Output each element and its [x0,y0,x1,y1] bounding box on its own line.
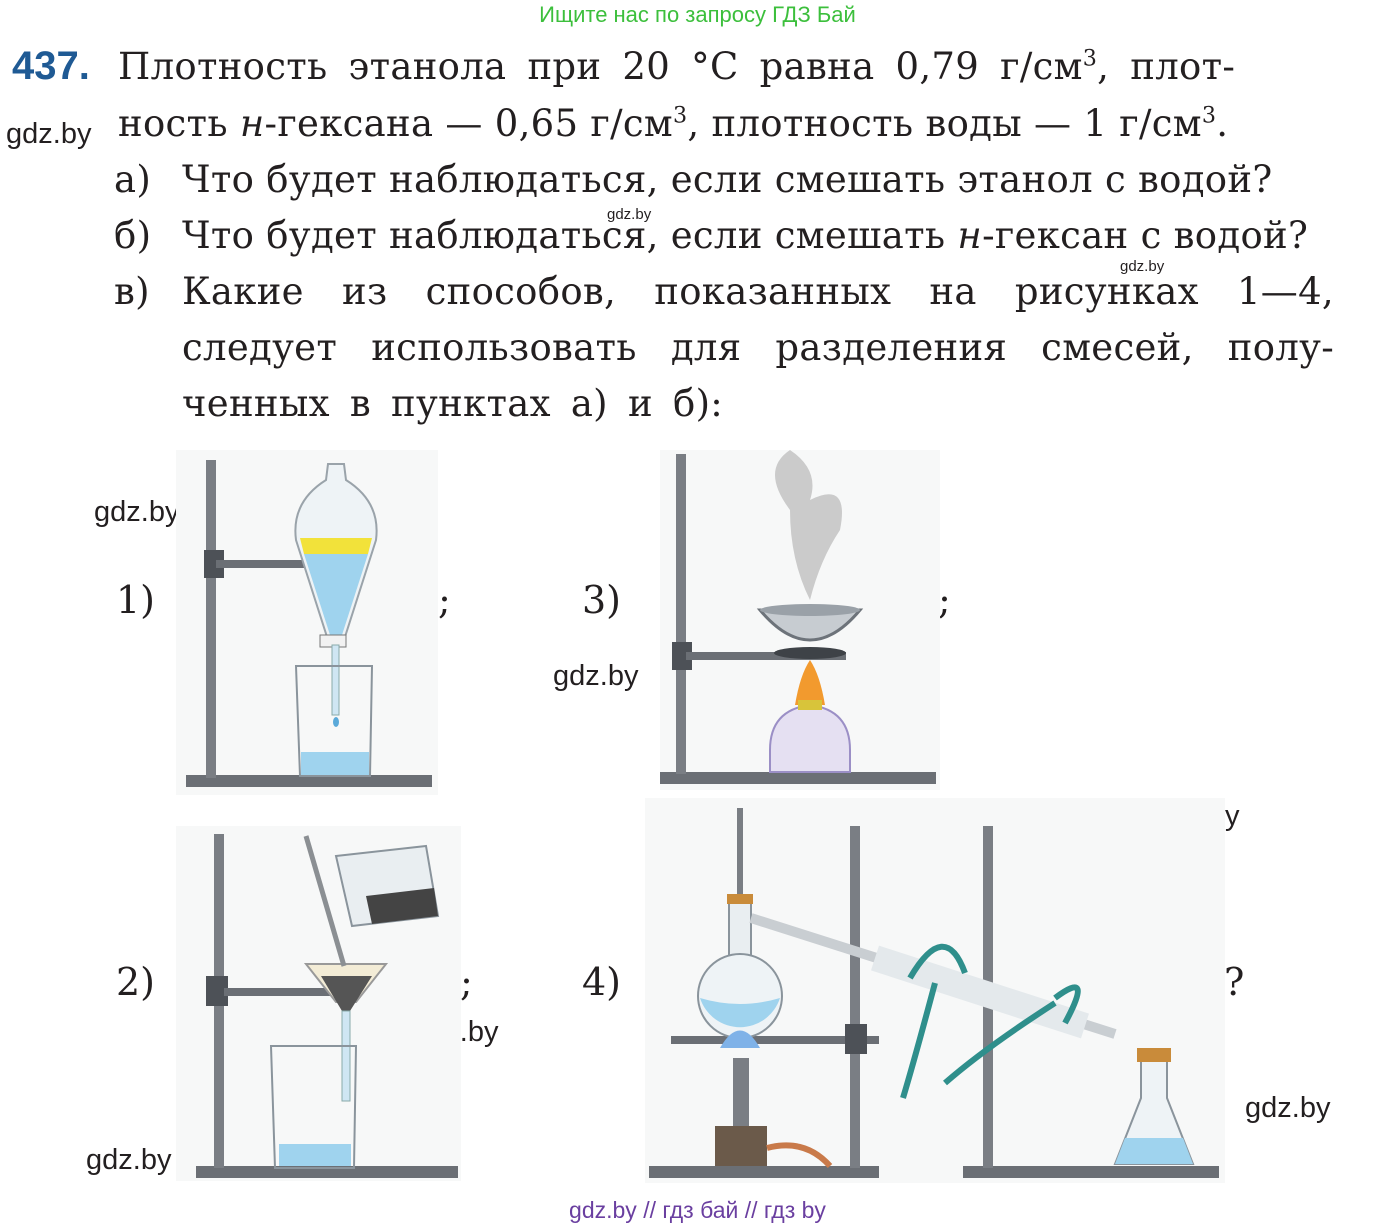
funnel-stem [331,644,340,716]
water-hose [1053,984,1081,1025]
figure-3-label: 3) [582,578,622,622]
flask-neck [728,897,752,959]
figure-2-label: 2) [116,960,156,1004]
flask-liquid [700,998,780,1028]
ring-arm [686,652,846,660]
figure-2-punct: ; [460,960,473,1004]
problem-line-2: ность н-гексана — 0,65 г/см3, плотность … [118,102,1229,145]
hexane-layer [300,538,372,554]
flame [795,660,825,705]
thermometer [737,808,743,908]
item-b-label: б) [114,214,152,257]
stand-clamp [845,1024,867,1054]
beaker-water [301,752,369,775]
glass-rod [303,835,347,967]
problem-line-1: Плотность этанола при 20 °С равна 0,79 г… [118,45,1236,88]
condenser-jacket [870,945,1090,1039]
item-c-line-1: Какие из способов, показанных на рисунка… [182,270,1334,313]
gas-hose [766,1142,833,1169]
figure-3-evaporation [660,450,940,790]
footer-links[interactable]: gdz.by // гдз бай // гдз by [569,1197,826,1223]
distillate [1115,1138,1193,1164]
figure-3-punct: ; [938,578,951,622]
evaporating-dish [756,608,864,642]
lamp-cap [798,700,822,710]
item-a-text: Что будет наблюдаться, если смешать этан… [182,158,1273,201]
bunsen-burner [733,1058,749,1128]
item-c-label: в) [114,270,150,313]
filter-residue [321,976,372,1011]
support-ring [774,647,846,659]
water-hose [907,943,968,980]
watermark-small: gdz.by [607,206,652,223]
item-c-line-3: ченных в пунктах а) и б): [182,382,724,425]
stand-rod [850,826,860,1168]
burner-flame [720,1030,760,1048]
beaker [269,1045,358,1169]
vapor [775,450,842,600]
figure-1-separatory-funnel [176,450,438,795]
figure-4-distillation [645,798,1225,1183]
watermark: gdz.by [86,1144,172,1176]
stand-base [196,1166,458,1178]
adapter-stopper [1137,1048,1171,1062]
item-c-line-2: следует использовать для разделения смес… [182,326,1334,369]
clamp-arm [216,560,366,568]
stand-rod [206,460,216,778]
dish-rim [760,604,860,616]
item-b-text: Что будет наблюдаться, если смешать н-ге… [182,214,1309,257]
figure-4-punct: ? [1224,960,1245,1004]
watermark-small: gdz.by [1120,258,1165,275]
water-layer [304,554,368,635]
stand-base [660,772,936,784]
water-drop [333,717,339,727]
beaker [294,665,374,777]
figure-1-punct: ; [438,578,451,622]
stand-base [649,1166,879,1178]
figure-1-label: 1) [116,578,156,622]
stand-base [963,1166,1219,1178]
watermark: gdz.by [6,118,92,150]
stand-clamp [206,976,228,1006]
watermark: gdz.by [1245,1092,1331,1124]
ring-arm [671,1036,879,1044]
stand-rod [676,454,686,774]
funnel-stem [341,1010,351,1102]
item-a-label: а) [114,158,152,201]
beaker-water [279,1144,351,1166]
water-hose [943,1000,1057,1086]
stand-clamp [204,550,224,578]
watermark: gdz.by [94,496,180,528]
top-banner[interactable]: Ищите нас по запросу ГДЗ Бай [539,2,856,27]
burner-base [715,1126,767,1166]
mixture [366,888,438,924]
stand-clamp [672,642,692,670]
ring-arm [224,988,354,996]
problem-number: 437. [12,44,90,88]
stopper [727,894,753,904]
watermark: gdz.by [553,660,639,692]
stand-base [186,775,432,787]
figure-4-label: 4) [582,960,622,1004]
water-hose [900,982,938,1099]
figure-2-filtration [176,826,461,1181]
